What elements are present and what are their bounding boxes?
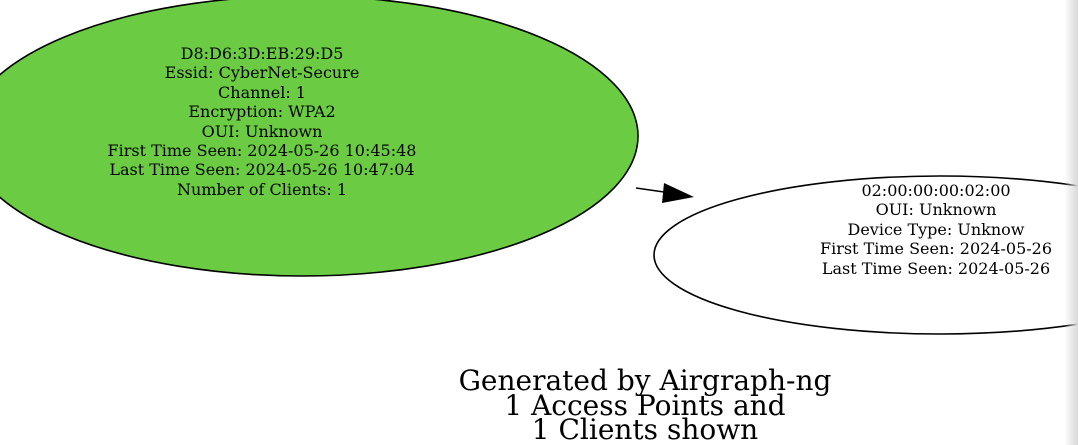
ap-essid: Essid: CyberNet-Secure [164, 63, 360, 83]
graph-footer: Generated by Airgraph-ng 1 Access Points… [345, 364, 945, 445]
ap-last-seen: Last Time Seen: 2024-05-26 10:47:04 [109, 160, 415, 180]
right-edge-shade [1064, 0, 1078, 445]
ap-mac: D8:D6:3D:EB:29:D5 [180, 44, 344, 63]
ap-oui: OUI: Unknown [201, 121, 323, 141]
client-label: 02:00:00:00:02:00 OUI: Unknown Device Ty… [746, 181, 1078, 278]
footer-generated-by: Generated by Airgraph-ng [458, 364, 832, 397]
ap-channel: Channel: 1 [218, 82, 306, 102]
edge-arrowhead [662, 183, 694, 203]
client-first-seen: First Time Seen: 2024-05-26 [819, 239, 1053, 259]
client-node[interactable] [653, 175, 1078, 335]
client-last-seen: Last Time Seen: 2024-05-26 [821, 258, 1051, 278]
client-mac: 02:00:00:00:02:00 [861, 181, 1011, 200]
footer-ap-count: 1 Access Points and [504, 388, 786, 422]
access-point-label: D8:D6:3D:EB:29:D5 Essid: CyberNet-Secure… [62, 44, 462, 199]
client-oui: OUI: Unknown [875, 200, 997, 220]
ap-clients-count: Number of Clients: 1 [176, 179, 348, 199]
ap-encryption: Encryption: WPA2 [188, 102, 336, 122]
client-device-type: Device Type: Unknow [847, 219, 1025, 239]
edge-line [635, 187, 665, 193]
ap-first-seen: First Time Seen: 2024-05-26 10:45:48 [107, 141, 417, 161]
footer-client-count: 1 Clients shown [531, 413, 759, 445]
access-point-node[interactable] [0, 0, 639, 277]
